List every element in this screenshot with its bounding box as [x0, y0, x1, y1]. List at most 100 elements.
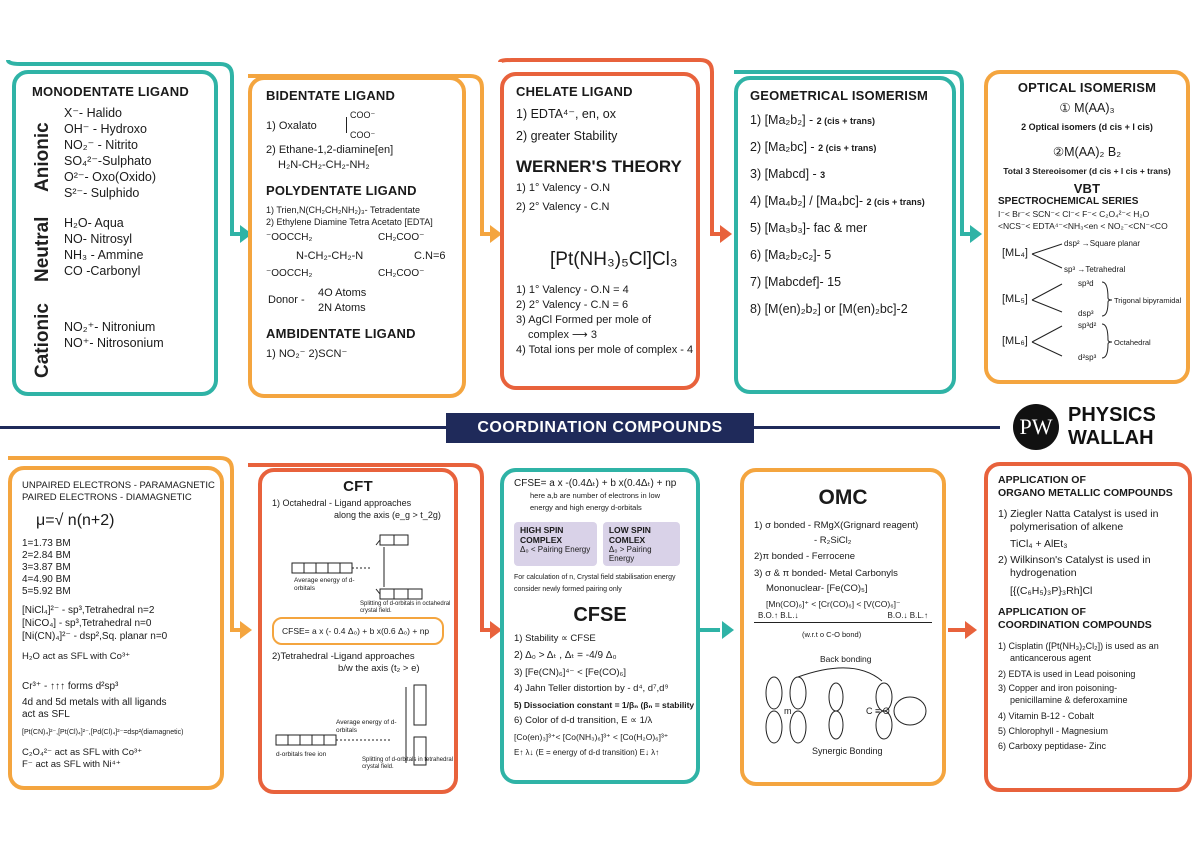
metal-label: m [784, 706, 792, 716]
co-label: C ≡ O [866, 706, 890, 716]
complex-line: [Pt(CN)₄]²⁻,[Pt(Cl)₄]²⁻,[Pd(Cl)₄]²⁻=dsp²… [22, 729, 184, 736]
ml6-label: [ML₆] [1002, 335, 1028, 347]
geo-item: 3) [Mabcd] - 3 [750, 165, 940, 184]
formula-note: complex ⟶ 3 [528, 329, 597, 341]
app-line: 5) Chlorophyll - Magnesium [998, 726, 1109, 736]
vbt-title: VBT [1073, 181, 1101, 196]
geo-formula: 2) [Ma₂bc] - [750, 140, 819, 154]
synergic-label: Synergic Bonding [812, 746, 883, 756]
bm-value: 1=1.73 BM [22, 538, 71, 549]
app-title: APPLICATION OF [998, 474, 1086, 486]
cationic-label: Cationic [32, 303, 53, 378]
chelate-line: 2) greater Stability [516, 129, 618, 143]
ambidentate-title: AMBIDENTATE LIGAND [266, 326, 416, 341]
cfse-item: 3) [Fe(CN)₆]⁴⁻ < [Fe(CO)₆] [514, 667, 627, 678]
geo-formula: 4) [Ma₄b₂] / [Ma₄bc]- [750, 194, 867, 208]
app-formula: TiCl₄ + AlEt₃ [1010, 538, 1068, 550]
spectro-title: SPECTROCHEMICAL SERIES [998, 196, 1139, 207]
brand-line: WALLAH [1068, 427, 1154, 449]
ml6-b: d²sp³ [1078, 353, 1097, 362]
geo-formula: 6) [Ma₂b₂c₂]- 5 [750, 248, 832, 262]
ligand-item: H₂O- Aqua [64, 216, 124, 230]
pill-title: HIGH SPIN COMPLEX [520, 525, 564, 545]
arrow-icon [490, 621, 502, 639]
magnetic-line: UNPAIRED ELECTRONS - PARAMAGNETIC [22, 480, 215, 491]
complex-line: act as SFL [22, 709, 70, 720]
arrow-icon [240, 621, 252, 639]
formula-note: 3) AgCl Formed per mole of [516, 314, 652, 326]
spectro-series: I⁻< Br⁻< SCN⁻< Cl⁻< F⁻< C₂O₄²⁻< H₂O [998, 209, 1150, 219]
coo-top: COO⁻ [350, 110, 376, 120]
page-title: COORDINATION COMPOUNDS [446, 413, 754, 443]
geo-formula: 7) [Mabcdef]- 15 [750, 275, 842, 289]
cft-cfse: CFSE= a x (- 0.4 Δ₀) + b x(0.6 Δ₀) + np [282, 626, 430, 636]
bidentate-title: BIDENTATE LIGAND [266, 88, 396, 103]
ml4-a: dsp² →Square planar [1064, 239, 1141, 248]
optical-card: OPTICAL ISOMERISM ① M(AA)₃ 2 Optical iso… [984, 70, 1190, 384]
edta-group: ⁻OOCCH₂ [266, 232, 313, 243]
omc-line: 2)π bonded - Ferrocene [754, 551, 856, 562]
geo-note: 2 (cis + trans) [816, 116, 875, 126]
werner-formula: [Pt(NH₃)₅Cl]Cl₃ [550, 249, 678, 270]
ligand-item: OH⁻ - Hydroxo [64, 122, 148, 136]
orbital-svg [765, 667, 927, 744]
oxalato-label: 1) Oxalato [266, 120, 317, 132]
geo-list: 1) [Ma₂b₂] - 2 (cis + trans) 2) [Ma₂bc] … [750, 111, 940, 319]
cfse-note: here a,b are number of electrons in low [530, 491, 661, 500]
complex-line: [NiCO₄] - sp³,Tetrahedral n=0 [22, 618, 152, 629]
ml5-label: [ML₅] [1002, 293, 1028, 305]
app-line: 1) Ziegler Natta Catalyst is used in [998, 508, 1159, 520]
ml6-a: sp³d² [1078, 321, 1097, 330]
complex-line: [Ni(CN)₄]²⁻ - dsp²,Sq. planar n=0 [22, 631, 168, 642]
cft-cfse-box: CFSE= a x (- 0.4 Δ₀) + b x(0.6 Δ₀) + np [272, 617, 444, 645]
edta-backbone: N-CH₂-CH₂-N [296, 250, 364, 262]
cfse-item: 6) Color of d-d transition, E ∝ 1/λ [514, 715, 653, 726]
optical-title: OPTICAL ISOMERISM [1017, 80, 1157, 95]
bm-value: 2=2.84 BM [22, 550, 71, 561]
bond-order-note: (w.r.t o C-O bond) [802, 630, 862, 639]
ligand-item: NH₃ - Ammine [64, 248, 144, 262]
bond-order-row: B.O.↑ B.L.↓ B.O.↓ B.L.↑ (w.r.t o C-O bon… [754, 611, 932, 653]
ligand-item: NO- Nitrosyl [64, 232, 133, 246]
app-formula: [{(C₆H₅)₃P}₃Rh]Cl [1010, 585, 1093, 597]
cft-line: 2)Tetrahedral -Ligand approaches [272, 651, 415, 662]
complex-line: 4d and 5d metals with all ligands [22, 697, 167, 708]
cationic-list: NO₂⁺- Nitronium NO⁺- Nitrosonium [64, 319, 202, 351]
brand-line: PHYSICS [1068, 404, 1156, 426]
polydentate-title: POLYDENTATE LIGAND [266, 183, 417, 198]
geo-item: 4) [Ma₄b₂] / [Ma₄bc]- 2 (cis + trans) [750, 192, 940, 211]
geo-item: 5) [Ma₃b₃]- fac & mer [750, 219, 940, 238]
ligand-item: NO⁺- Nitrosonium [64, 336, 164, 350]
mu-formula: μ=√ n(n+2) [36, 512, 115, 529]
donor-block: Donor - 4O Atoms 2N Atoms [266, 286, 448, 316]
split-label: Splitting of d-orbitals in tetrahedral c… [362, 757, 454, 770]
ligand-item: O²⁻- Oxo(Oxido) [64, 170, 157, 184]
app-line: 3) Copper and iron poisoning- [998, 683, 1118, 693]
geo-formula: 1) [Ma₂b₂] - [750, 113, 817, 127]
geo-formula: 3) [Mabcd] - [750, 167, 821, 181]
pill-title: LOW SPIN COMLEX [608, 525, 651, 545]
app-line: hydrogenation [1010, 567, 1077, 579]
cfse-note: energy and high energy d-orbitals [530, 503, 642, 512]
octahedral-split-svg [291, 534, 423, 600]
chelate-line: 1) EDTA⁴⁻, en, ox [516, 107, 616, 121]
bond-order-left: B.O.↑ B.L.↓ [758, 611, 799, 620]
app-line: polymerisation of alkene [1010, 521, 1124, 533]
ml5-b: dsp³ [1078, 309, 1094, 318]
edta-group: ⁻OOCCH₂ [266, 268, 313, 279]
app-line: 4) Vitamin B-12 - Cobalt [998, 711, 1094, 721]
complex-line: [NiCl₄]²⁻ - sp³,Tetrahedral n=2 [22, 605, 155, 616]
ligand-item: X⁻- Halido [64, 106, 123, 120]
formula-note: 1) 1° Valency - O.N = 4 [516, 284, 629, 296]
cft-card: CFT 1) Octahedral - Ligand approaches al… [258, 468, 458, 794]
omc-title: OMC [818, 486, 868, 509]
app-title: COORDINATION COMPOUNDS [998, 619, 1152, 631]
bm-value: 4=4.90 BM [22, 574, 71, 585]
chelate-title: CHELATE LIGAND [516, 84, 633, 99]
cfse-item: 5) Dissociation constant = 1/βₙ (βₙ = st… [514, 700, 696, 710]
optical-item: ① M(AA)₃ [1059, 101, 1115, 115]
edta-group: CH₂COO⁻ [378, 232, 425, 243]
geo-item: 2) [Ma₂bc] - 2 (cis + trans) [750, 138, 940, 157]
